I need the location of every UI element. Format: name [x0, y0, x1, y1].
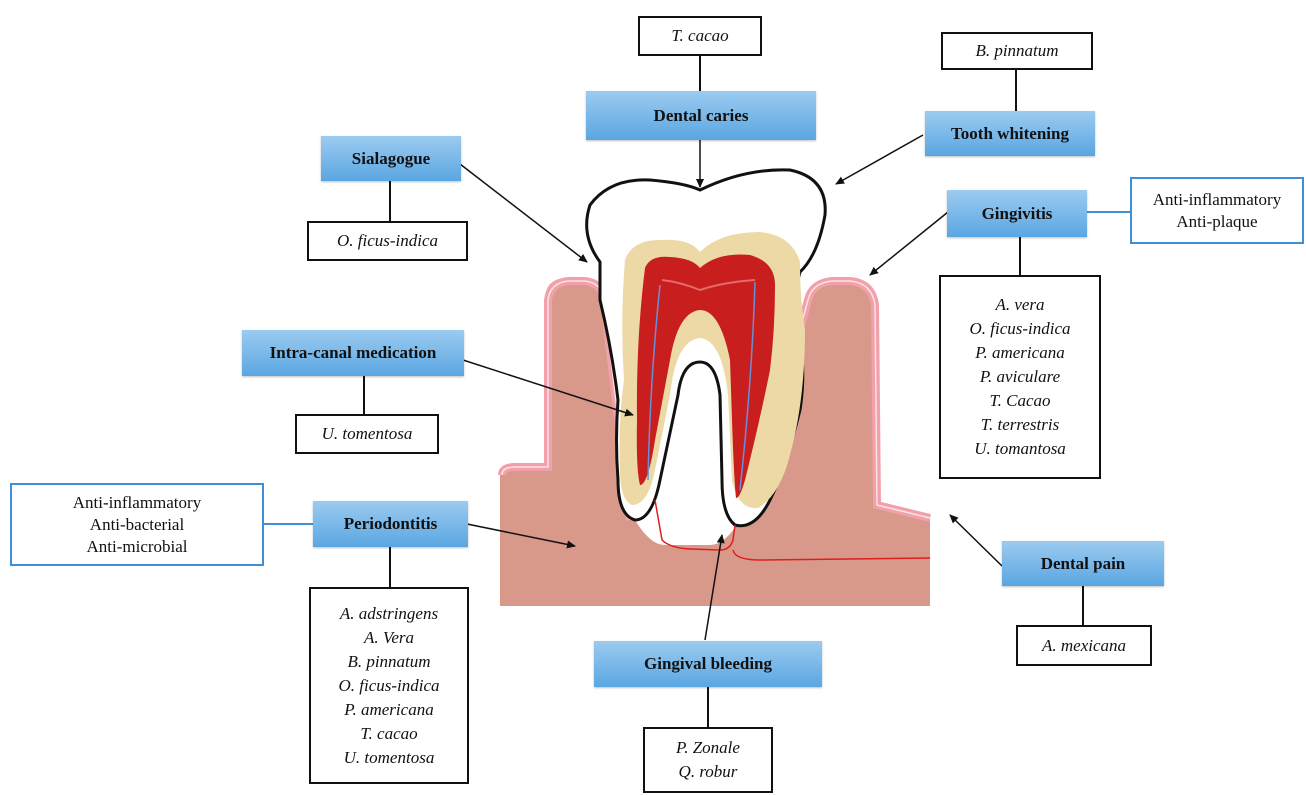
effects-gingivitis: Anti-inflammatory Anti-plaque [1130, 177, 1304, 244]
plant-item: T. terrestris [981, 413, 1059, 437]
plant-item: P. americana [975, 341, 1064, 365]
plant-item: A. adstringens [340, 602, 438, 626]
plant-item: T. cacao [671, 24, 728, 48]
plant-item: U. tomentosa [344, 746, 435, 770]
condition-intra-canal-medication: Intra-canal medication [242, 330, 464, 376]
plant-item: B. pinnatum [347, 650, 430, 674]
condition-periodontitis: Periodontitis [313, 501, 468, 547]
effect-item: Anti-microbial [86, 536, 187, 558]
effect-item: Anti-plaque [1176, 211, 1257, 233]
plants-sialagogue: O. ficus-indica [307, 221, 468, 261]
plant-item: U. tomentosa [322, 422, 413, 446]
plants-gingivitis: A. vera O. ficus-indica P. americana P. … [939, 275, 1101, 479]
plant-item: P. Zonale [676, 736, 740, 760]
plants-tooth-whitening: B. pinnatum [941, 32, 1093, 70]
plant-item: A. mexicana [1042, 634, 1126, 658]
plants-gingival-bleeding: P. Zonale Q. robur [643, 727, 773, 793]
plants-intra-canal-medication: U. tomentosa [295, 414, 439, 454]
plant-item: O. ficus-indica [338, 674, 439, 698]
effects-periodontitis: Anti-inflammatory Anti-bacterial Anti-mi… [10, 483, 264, 566]
plant-item: U. tomantosa [974, 437, 1066, 461]
condition-dental-caries: Dental caries [586, 91, 816, 140]
plant-item: T. Cacao [989, 389, 1050, 413]
plant-item: P. americana [344, 698, 433, 722]
effect-item: Anti-inflammatory [1153, 189, 1281, 211]
plants-dental-pain: A. mexicana [1016, 625, 1152, 666]
plant-item: T. cacao [360, 722, 417, 746]
condition-gingival-bleeding: Gingival bleeding [594, 641, 822, 687]
plant-item: O. ficus-indica [969, 317, 1070, 341]
condition-dental-pain: Dental pain [1002, 541, 1164, 586]
plant-item: O. ficus-indica [337, 229, 438, 253]
condition-tooth-whitening: Tooth whitening [925, 111, 1095, 156]
effect-item: Anti-bacterial [90, 514, 184, 536]
effect-item: Anti-inflammatory [73, 492, 201, 514]
plants-dental-caries: T. cacao [638, 16, 762, 56]
plant-item: B. pinnatum [975, 39, 1058, 63]
condition-gingivitis: Gingivitis [947, 190, 1087, 237]
plant-item: Q. robur [679, 760, 738, 784]
plant-item: P. aviculare [980, 365, 1060, 389]
condition-sialagogue: Sialagogue [321, 136, 461, 181]
plant-item: A. vera [995, 293, 1044, 317]
plants-periodontitis: A. adstringens A. Vera B. pinnatum O. fi… [309, 587, 469, 784]
plant-item: A. Vera [364, 626, 414, 650]
